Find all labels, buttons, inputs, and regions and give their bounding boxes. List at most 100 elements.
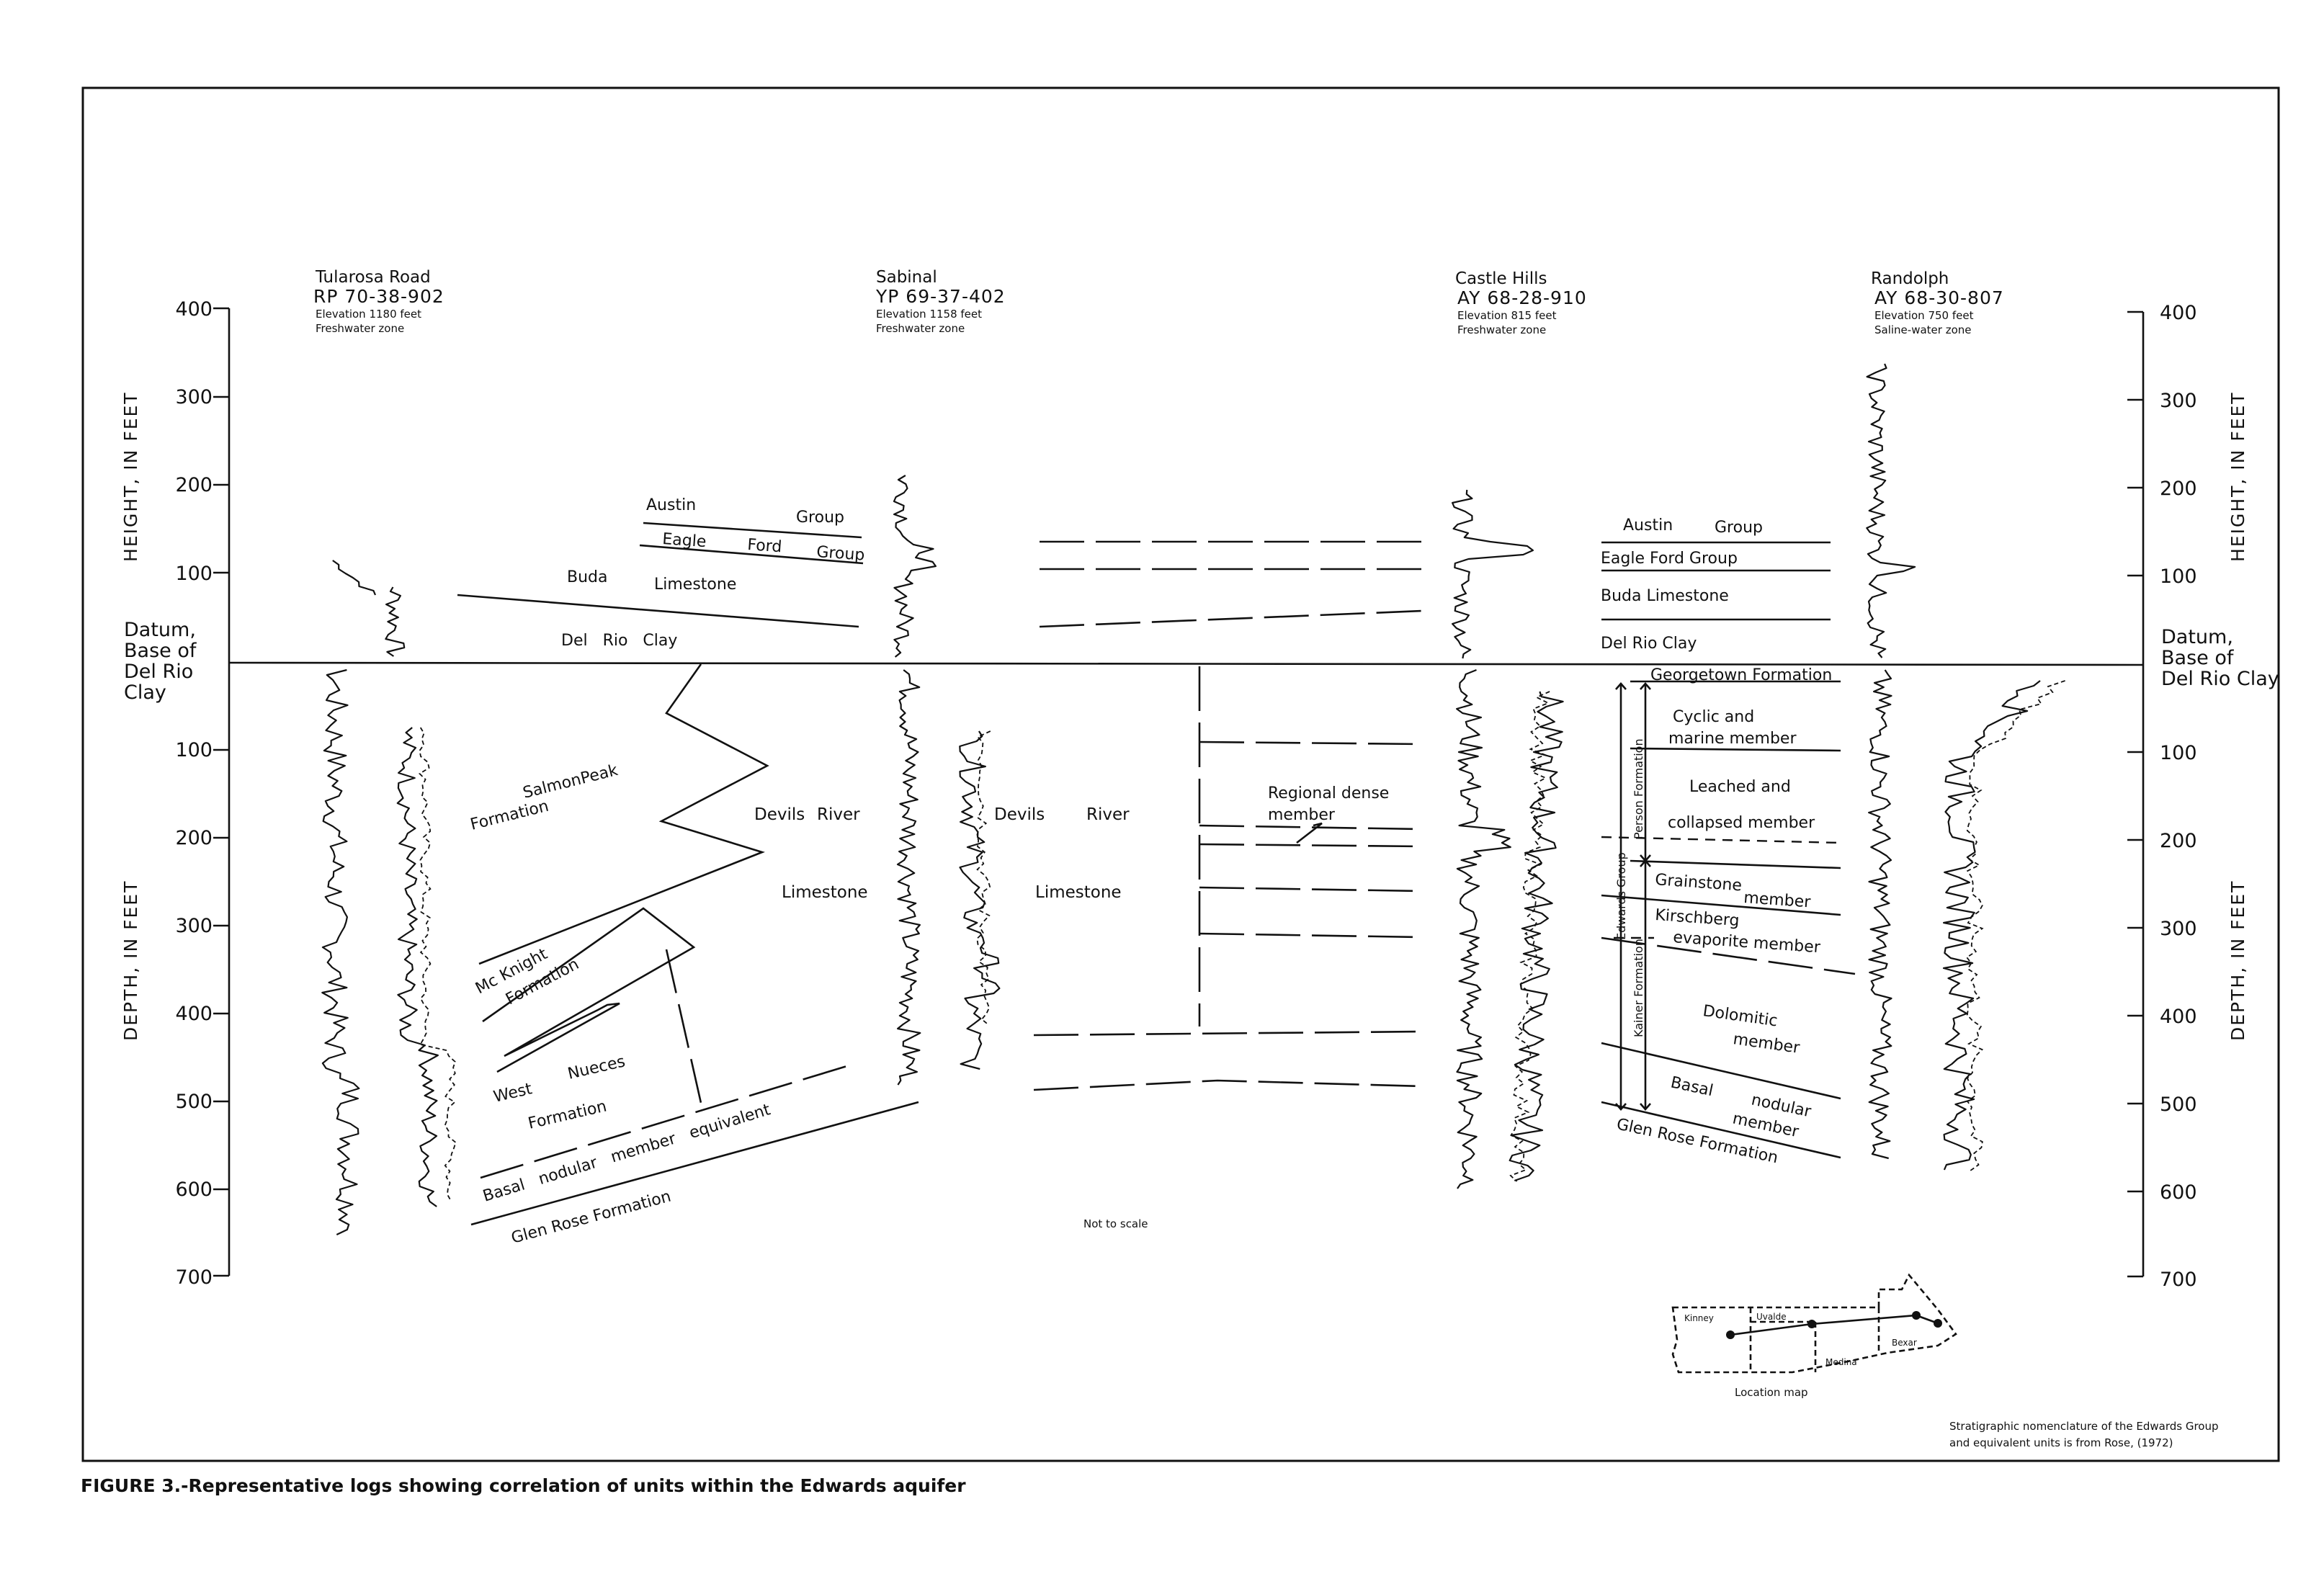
svg-text:Group: Group: [1715, 519, 1763, 537]
svg-text:Uvalde: Uvalde: [1756, 1312, 1787, 1322]
svg-text:Basal: Basal: [1669, 1073, 1715, 1100]
svg-text:Medina: Medina: [1825, 1357, 1857, 1367]
svg-text:Georgetown Formation: Georgetown Formation: [1650, 666, 1832, 684]
left-tick-d600: 600: [175, 1178, 213, 1201]
source-note-line-1: Stratigraphic nomenclature of the Edward…: [1949, 1420, 2219, 1433]
svg-text:Kainer Formation: Kainer Formation: [1632, 939, 1645, 1037]
randolph-log-upper: [1866, 363, 1916, 658]
svg-text:Limestone: Limestone: [654, 576, 736, 594]
svg-text:evaporite member: evaporite member: [1673, 929, 1822, 957]
sabinal-log-upper: [893, 475, 937, 658]
svg-text:West: West: [492, 1080, 535, 1106]
svg-text:Devils: Devils: [994, 805, 1045, 824]
svg-text:Group: Group: [796, 509, 844, 527]
svg-text:Sabinal: Sabinal: [876, 268, 937, 287]
svg-text:Elevation 1158 feet: Elevation 1158 feet: [876, 308, 982, 321]
svg-text:Buda Limestone: Buda Limestone: [1601, 587, 1729, 605]
svg-text:Bexar: Bexar: [1892, 1338, 1917, 1348]
svg-text:Randolph: Randolph: [1871, 269, 1949, 288]
right-tick-d200: 200: [2160, 830, 2197, 852]
svg-text:Devils: Devils: [754, 805, 805, 824]
well-header-tularosa: Tularosa Road RP 70-38-902 Elevation 118…: [313, 268, 444, 335]
svg-text:Freshwater zone: Freshwater zone: [316, 322, 404, 335]
datum-left-1: Datum,: [124, 619, 196, 641]
svg-text:marine member: marine member: [1668, 730, 1797, 748]
left-tick-d300: 300: [175, 915, 213, 937]
svg-text:Formation: Formation: [527, 1098, 609, 1133]
svg-text:Castle Hills: Castle Hills: [1455, 269, 1547, 288]
svg-text:Austin: Austin: [1623, 516, 1673, 534]
randolph-log-secondary: [1942, 680, 2041, 1171]
left-tick-d700: 700: [175, 1266, 213, 1289]
castle-hills-log-secondary: [1509, 691, 1564, 1182]
right-tick-200: 200: [2160, 478, 2197, 500]
svg-text:YP 69-37-402: YP 69-37-402: [875, 286, 1006, 307]
well-log-traces: [321, 363, 2065, 1235]
svg-text:AY 68-30-807: AY 68-30-807: [1874, 287, 2004, 308]
figure-frame: [81, 86, 2280, 1462]
left-tick-400: 400: [175, 298, 213, 321]
svg-text:Ford: Ford: [747, 536, 783, 556]
svg-text:AY 68-28-910: AY 68-28-910: [1457, 287, 1587, 308]
castle-hills-log-dashed: [1509, 691, 1550, 1182]
svg-text:Elevation 815 feet: Elevation 815 feet: [1457, 309, 1557, 322]
svg-text:Tularosa Road: Tularosa Road: [315, 268, 431, 287]
castle-hills-log-main: [1456, 668, 1511, 1189]
datum-left-2: Base of: [124, 640, 197, 662]
well-header-randolph: Randolph AY 68-30-807 Elevation 750 feet…: [1871, 269, 2004, 336]
tularosa-log-main: [321, 668, 360, 1235]
svg-text:Leached and: Leached and: [1689, 778, 1791, 796]
left-axis-title-depth: DEPTH, IN FEET: [120, 880, 141, 1041]
datum-left-4: Clay: [124, 681, 166, 704]
svg-text:Saline-water zone: Saline-water zone: [1874, 323, 1972, 336]
well-header-castle-hills: Castle Hills AY 68-28-910 Elevation 815 …: [1455, 269, 1587, 336]
figure-caption: FIGURE 3.-Representative logs showing co…: [81, 1475, 966, 1496]
left-tick-200: 200: [175, 474, 213, 496]
svg-text:Nueces: Nueces: [566, 1052, 627, 1083]
randolph-log-main: [1868, 669, 1892, 1160]
datum-line: [228, 661, 2144, 666]
svg-text:Limestone: Limestone: [1035, 883, 1122, 902]
right-tick-d300: 300: [2160, 918, 2197, 940]
svg-text:Eagle: Eagle: [662, 530, 707, 551]
datum-right-1: Datum,: [2161, 626, 2233, 648]
svg-text:Elevation 750 feet: Elevation 750 feet: [1874, 309, 1974, 322]
svg-text:RP 70-38-902: RP 70-38-902: [313, 286, 444, 307]
sabinal-log-secondary: [959, 730, 1001, 1070]
right-tick-100: 100: [2160, 565, 2197, 588]
right-correlation-lines: [1601, 541, 1856, 1159]
right-axis: 400 300 200 100 100 200 300 400 500 600 …: [2127, 302, 2279, 1291]
right-tick-d400: 400: [2160, 1006, 2197, 1028]
well-header-sabinal: Sabinal YP 69-37-402 Elevation 1158 feet…: [875, 268, 1006, 335]
right-tick-300: 300: [2160, 390, 2197, 412]
tularosa-log-secondary: [396, 727, 439, 1207]
svg-text:Del Rio Clay: Del Rio Clay: [561, 632, 677, 650]
tularosa-log-upper: [332, 560, 377, 596]
right-tick-d600: 600: [2160, 1181, 2197, 1204]
svg-text:Salmon: Salmon: [521, 771, 583, 802]
svg-text:Freshwater zone: Freshwater zone: [1457, 323, 1546, 336]
right-tick-d100: 100: [2160, 742, 2197, 764]
svg-text:Kinney: Kinney: [1684, 1313, 1714, 1323]
left-tick-d400: 400: [175, 1003, 213, 1025]
svg-text:Elevation 1180 feet: Elevation 1180 feet: [316, 308, 421, 321]
middle-correlation-lines: [1033, 540, 1424, 1091]
source-note-line-2: and equivalent units is from Rose, (1972…: [1949, 1436, 2173, 1449]
unit-labels-left: Austin Group Eagle Ford Group Buda Limes…: [468, 496, 867, 1248]
svg-text:Not to scale: Not to scale: [1083, 1217, 1148, 1230]
randolph-log-dashed: [1965, 680, 2065, 1171]
svg-text:Glen Rose Formation: Glen Rose Formation: [509, 1188, 673, 1248]
svg-text:River: River: [817, 805, 860, 824]
svg-text:Del Rio Clay: Del Rio Clay: [1601, 635, 1697, 653]
svg-text:Location map: Location map: [1735, 1386, 1808, 1399]
svg-text:Kirschberg: Kirschberg: [1655, 906, 1740, 930]
left-tick-d200: 200: [175, 827, 213, 849]
right-tick-d700: 700: [2160, 1269, 2197, 1291]
svg-text:Eagle Ford Group: Eagle Ford Group: [1601, 550, 1738, 568]
datum-right-3: Del Rio Clay: [2161, 668, 2279, 690]
left-tick-d500: 500: [175, 1091, 213, 1113]
castle-hills-log-upper: [1452, 489, 1534, 659]
left-axis-title-height: HEIGHT, IN FEET: [120, 391, 141, 562]
right-axis-title-depth: DEPTH, IN FEET: [2227, 880, 2248, 1041]
svg-text:Person Formation: Person Formation: [1632, 738, 1645, 839]
